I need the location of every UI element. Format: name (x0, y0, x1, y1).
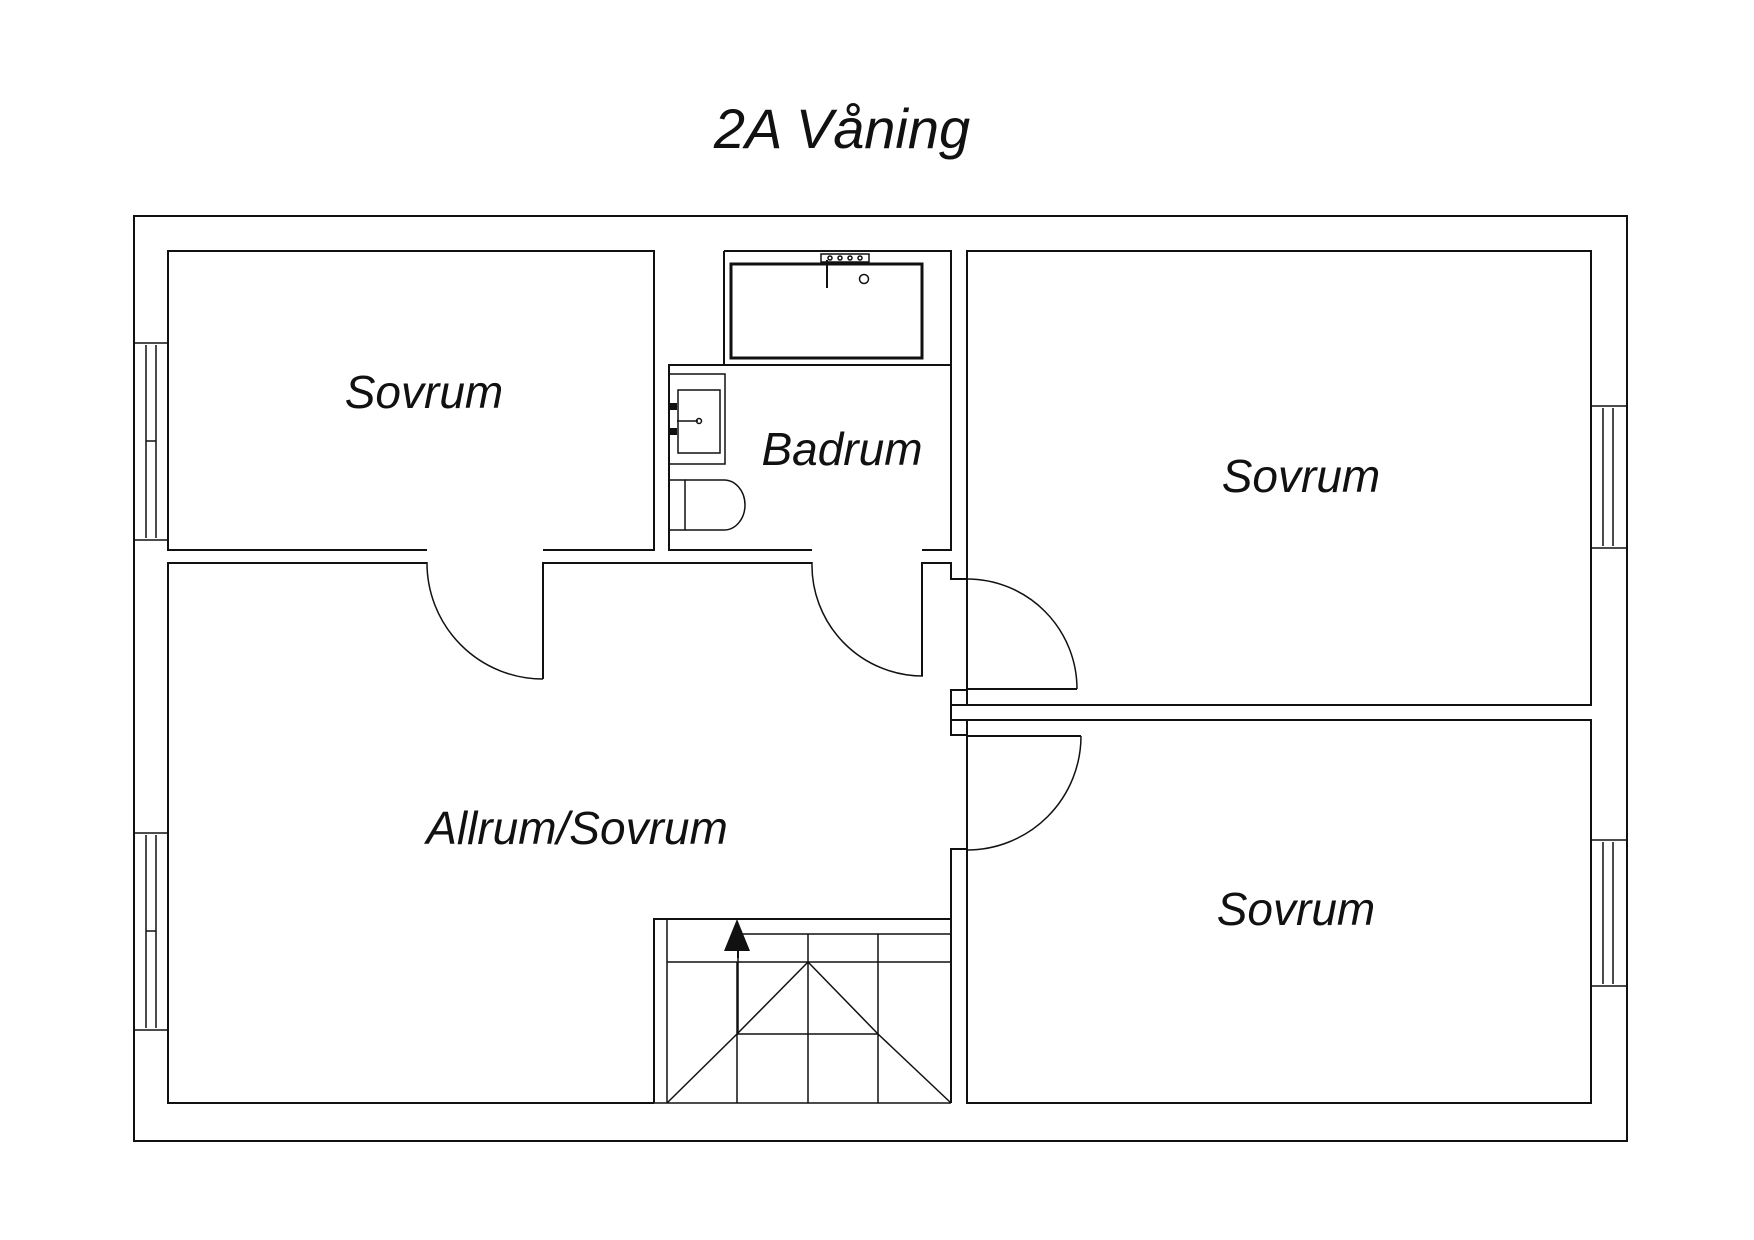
bathtub (729, 253, 924, 360)
window-right-top (1590, 405, 1628, 549)
faucet-handle (670, 428, 677, 435)
door-bedroom-top-left (426, 561, 544, 680)
room-label-living-bedroom: Allrum/Sovrum (423, 802, 728, 854)
door-bathroom (811, 561, 924, 677)
room-bathroom (668, 250, 952, 551)
door-bedroom-top-right (966, 578, 1078, 690)
window-left-top (133, 342, 169, 541)
staircase (653, 918, 952, 1104)
outer-wall (133, 215, 1628, 1142)
floor-title: 2A Våning (713, 97, 970, 160)
toilet (668, 479, 746, 531)
room-label-bedroom-top-left: Sovrum (345, 366, 503, 418)
window-right-bottom (1590, 839, 1628, 987)
room-label-bedroom-bottom-right: Sovrum (1217, 883, 1375, 935)
door-bedroom-bottom-right (966, 735, 1082, 851)
room-label-bathroom: Badrum (761, 423, 922, 475)
faucet-handle (670, 403, 677, 410)
window-left-bottom (133, 832, 169, 1031)
room-label-bedroom-top-right: Sovrum (1222, 450, 1380, 502)
stair-up-arrow-icon (724, 919, 750, 951)
room-bedroom-top-left (167, 250, 655, 551)
sink (668, 373, 726, 465)
